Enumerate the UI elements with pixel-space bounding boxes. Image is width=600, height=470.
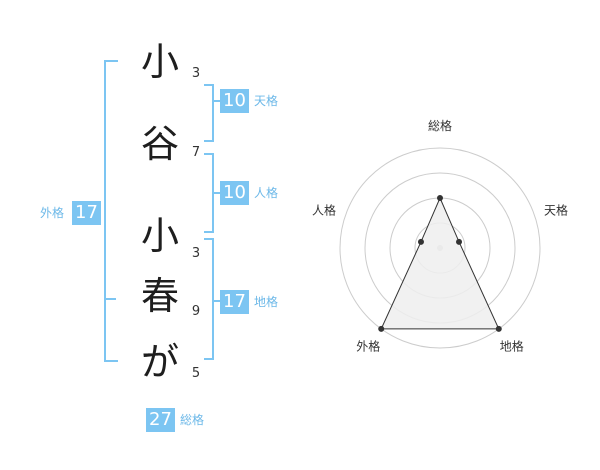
radar-point — [437, 195, 443, 201]
name-char-4: 春 — [140, 274, 179, 318]
stroke-count-3: 3 — [191, 246, 201, 261]
radar-axis-label: 天格 — [544, 202, 568, 217]
chikaku-badge: 17 — [220, 290, 249, 314]
name-char-2: 谷 — [140, 122, 179, 166]
radar-axis-label: 総格 — [428, 118, 452, 133]
soukaku-label: 総格 — [180, 413, 205, 427]
tenkaku-bracket-tick — [214, 100, 220, 102]
soukaku-badge: 27 — [146, 408, 175, 432]
name-char-3: 小 — [140, 214, 179, 258]
stroke-count-4: 9 — [191, 304, 201, 319]
gaikaku-bracket-tick — [104, 298, 116, 300]
radar-point — [456, 238, 463, 245]
stroke-count-1: 3 — [191, 66, 201, 81]
tenkaku-bracket — [204, 84, 214, 142]
gaikaku-label: 外格 — [40, 206, 65, 220]
radar-point — [495, 325, 502, 332]
radar-axis-label: 地格 — [500, 339, 524, 354]
tenkaku-badge: 10 — [220, 89, 249, 113]
radar-axis-label: 外格 — [356, 339, 380, 354]
stroke-count-2: 7 — [191, 145, 201, 160]
chikaku-label: 地格 — [254, 295, 279, 309]
stroke-count-5: 5 — [191, 366, 201, 381]
radar-axis-label: 人格 — [312, 202, 336, 217]
tenkaku-label: 天格 — [254, 94, 279, 108]
radar-ring — [339, 147, 541, 349]
gaikaku-badge: 17 — [72, 201, 101, 225]
radar-point — [378, 325, 385, 332]
jinkaku-badge: 10 — [220, 181, 249, 205]
name-char-5: が — [140, 340, 179, 384]
jinkaku-bracket-tick — [214, 192, 220, 194]
name-char-1: 小 — [140, 40, 179, 84]
radar-point — [417, 238, 424, 245]
radar-points — [378, 195, 502, 332]
jinkaku-bracket — [204, 153, 214, 233]
gaikaku-bracket — [104, 60, 118, 362]
chikaku-bracket-tick — [214, 300, 220, 302]
radar-area — [380, 196, 500, 330]
chikaku-bracket — [204, 238, 214, 360]
jinkaku-label: 人格 — [254, 186, 279, 200]
